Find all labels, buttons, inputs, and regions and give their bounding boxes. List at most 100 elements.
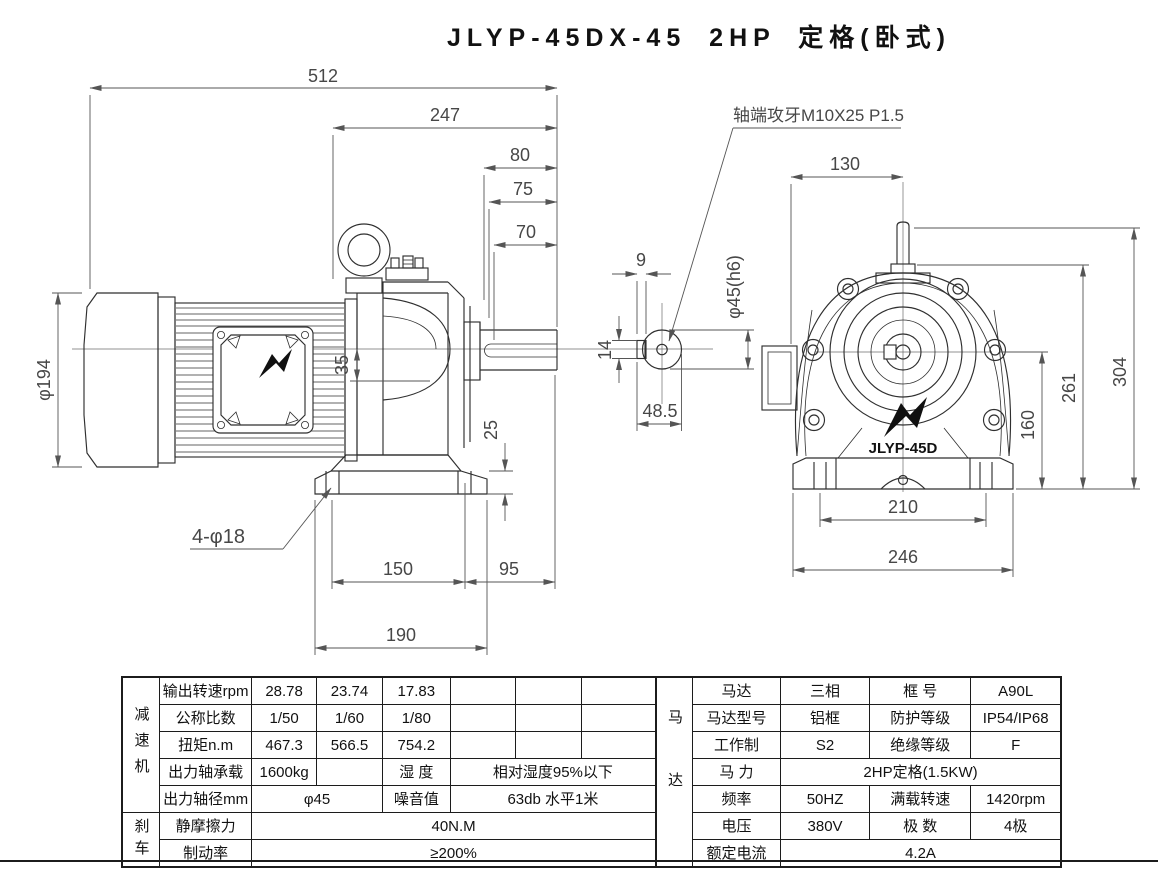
fan-cover	[83, 292, 176, 468]
rated-current-label: 额定电流	[691, 839, 782, 868]
noise-value: 63db 水平1米	[449, 785, 657, 813]
joint-flange	[344, 298, 358, 462]
braking-rate-value: ≥200%	[251, 839, 657, 868]
empty-cell	[449, 731, 516, 759]
motor-table: 马达 马达 三相 框 号 A90L 马达型号 铝框 防护等级 IP54/IP68…	[655, 676, 1062, 868]
power-label: 马 力	[691, 758, 782, 786]
dim-150: 150	[383, 559, 413, 579]
empty-cell	[514, 731, 583, 759]
table-row: 制动率 ≥200%	[122, 839, 657, 868]
dim-247: 247	[430, 105, 460, 125]
reducer-section-label: 减速机	[121, 676, 160, 813]
table-row: 工作制 S2 绝缘等级 F	[656, 731, 1062, 759]
full-load-speed-value: 1420rpm	[970, 785, 1062, 813]
motor-body	[174, 302, 346, 458]
insulation-value: F	[970, 731, 1062, 759]
protection-value: IP54/IP68	[970, 704, 1062, 732]
full-load-speed-label: 满载转速	[869, 785, 972, 813]
gearbox-front-housing	[761, 272, 1012, 459]
insulation-label: 绝缘等级	[869, 731, 972, 759]
table-row: 电压 380V 极 数 4极	[656, 812, 1062, 840]
ratio-value-3: 1/80	[381, 704, 451, 732]
shaft-detail-dimensions: 9 14 48.5 φ45(h6) 轴端攻牙M10X25 P1.5	[595, 106, 904, 431]
drawing-title: JLYP-45DX-45 2HP 定格(卧式)	[447, 24, 951, 52]
humidity-label: 湿 度	[381, 758, 451, 786]
static-friction-label: 静摩擦力	[158, 812, 253, 840]
dim-210: 210	[888, 497, 918, 517]
front-base	[792, 457, 1014, 490]
frequency-label: 频率	[691, 785, 782, 813]
humidity-value: 相对湿度95%以下	[449, 758, 657, 786]
table-row: 马达型号 铝框 防护等级 IP54/IP68	[656, 704, 1062, 732]
frame-no-label: 框 号	[869, 676, 972, 705]
table-row: 出力轴承载 1600kg 湿 度 相对湿度95%以下	[122, 758, 657, 786]
duty-label: 工作制	[691, 731, 782, 759]
ratio-label: 公称比数	[158, 704, 253, 732]
voltage-value: 380V	[780, 812, 871, 840]
reducer-brake-table: 减速机 输出转速rpm 28.78 23.74 17.83 公称比数 1/50 …	[121, 676, 657, 868]
dim-304: 304	[1110, 357, 1130, 387]
brake-section-label: 刹车	[121, 812, 160, 868]
mounting-foot	[314, 454, 488, 495]
callout-foot-holes: 4-φ18	[192, 526, 245, 548]
table-row: 马达 马达 三相 框 号 A90L	[655, 676, 1062, 868]
vent-plug	[385, 255, 429, 281]
empty-cell	[581, 731, 657, 759]
shaft-load-label: 出力轴承载	[158, 758, 253, 786]
output-speed-value-2: 23.74	[316, 676, 383, 705]
dim-80: 80	[510, 145, 530, 165]
dim-48-5: 48.5	[642, 401, 677, 421]
frame-no-value: A90L	[970, 676, 1062, 705]
dim-261: 261	[1059, 373, 1079, 403]
frequency-value: 50HZ	[780, 785, 871, 813]
table-row: 额定电流 4.2A	[656, 839, 1062, 868]
empty-cell	[581, 704, 657, 732]
torque-value-2: 566.5	[316, 731, 383, 759]
table-row: 扭矩n.m 467.3 566.5 754.2	[122, 731, 657, 759]
voltage-label: 电压	[691, 812, 782, 840]
motor-model-value: 铝框	[780, 704, 871, 732]
front-view-dimensions: 130 304 261 160 210 246	[790, 154, 1140, 577]
output-shaft-side	[479, 322, 558, 380]
dim-key-depth: 14	[595, 340, 615, 360]
output-speed-value-1: 28.78	[251, 676, 318, 705]
torque-label: 扭矩n.m	[158, 731, 253, 759]
model-label: JLYP-45D	[869, 440, 938, 457]
dim-75: 75	[513, 179, 533, 199]
shaft-end-detail: 9 14 48.5 φ45(h6) 轴端攻牙M10X25 P1.5	[595, 106, 904, 431]
static-friction-value: 40N.M	[251, 812, 657, 840]
gearbox-side	[356, 281, 481, 456]
brand-logo-icon	[259, 349, 292, 378]
poles-value: 4极	[970, 812, 1062, 840]
empty-cell	[514, 704, 583, 732]
shaft-load-value: 1600kg	[251, 758, 318, 786]
empty-cell	[316, 758, 383, 786]
front-view: JLYP-45D 130 304 261 160 2	[761, 154, 1140, 577]
output-speed-label: 输出转速rpm	[158, 676, 253, 705]
table-row: 频率 50HZ 满载转速 1420rpm	[656, 785, 1062, 813]
side-view-dimensions: 512 247 80 75 70 φ194 35	[34, 66, 558, 655]
noise-label: 噪音值	[381, 785, 451, 813]
torque-value-1: 467.3	[251, 731, 318, 759]
table-row: 马 力 2HP定格(1.5KW)	[656, 758, 1062, 786]
dim-95: 95	[499, 559, 519, 579]
dim-70: 70	[516, 222, 536, 242]
eyebolt	[337, 223, 391, 294]
dim-246: 246	[888, 547, 918, 567]
dim-160: 160	[1018, 410, 1038, 440]
side-view: 512 247 80 75 70 φ194 35	[34, 66, 713, 655]
motor-section-label: 马达	[655, 676, 693, 868]
poles-label: 极 数	[869, 812, 972, 840]
braking-rate-label: 制动率	[158, 839, 253, 868]
motor-model-label: 马达型号	[691, 704, 782, 732]
table-row: 公称比数 1/50 1/60 1/80	[122, 704, 657, 732]
dim-shaft-diameter: φ45(h6)	[724, 255, 744, 319]
output-speed-value-3: 17.83	[381, 676, 451, 705]
nameplate	[212, 326, 314, 434]
motor-type-label: 马达	[691, 676, 782, 705]
callout-shaft-tap: 轴端攻牙M10X25 P1.5	[733, 106, 904, 125]
power-value: 2HP定格(1.5KW)	[780, 758, 1062, 786]
shaft-diameter-value: φ45	[251, 785, 383, 813]
duty-value: S2	[780, 731, 871, 759]
